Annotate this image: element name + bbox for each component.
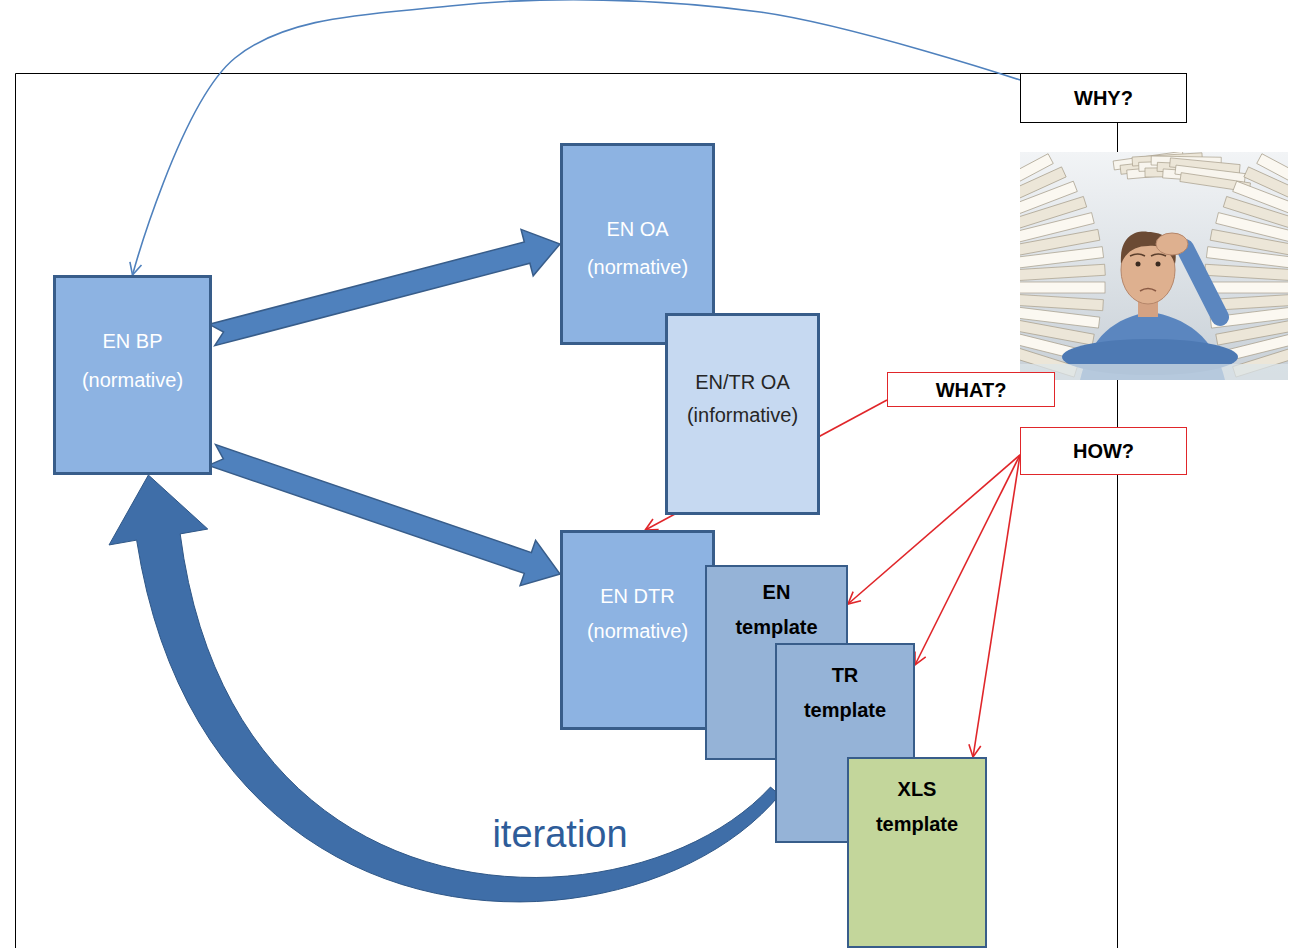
iteration-arrow: [109, 475, 779, 902]
eye: [1136, 262, 1141, 267]
raised-arm: [1185, 248, 1220, 317]
box-label: EN DTR (normative): [574, 579, 702, 649]
paper-sheet: [1020, 293, 1103, 310]
box-label: WHY?: [1074, 86, 1133, 110]
block-arrow: [208, 445, 560, 586]
box-label: TR template: [795, 658, 895, 728]
standard-box: EN BP (normative): [53, 275, 212, 475]
box-label: EN template: [727, 575, 827, 645]
mouth: [1140, 289, 1156, 292]
informative-box: EN/TR OA (informative): [665, 313, 820, 515]
pointer-arrow: [973, 455, 1020, 757]
question-box: HOW?: [1020, 427, 1187, 475]
box-label: EN BP (normative): [69, 322, 197, 400]
question-box: WHAT?: [887, 372, 1055, 407]
standard-box: EN DTR (normative): [560, 530, 715, 730]
stressed-man-photo: [1020, 152, 1288, 380]
template-box: XLS template: [847, 757, 987, 948]
eyebrows: [1130, 254, 1166, 256]
paper-sheet: [1205, 264, 1288, 281]
frame-line: [16, 73, 1118, 74]
pointer-arrow: [848, 455, 1020, 604]
frame-line: [15, 74, 16, 948]
box-label: EN/TR OA (informative): [679, 366, 807, 432]
block-arrow: [209, 229, 560, 345]
question-box: WHY?: [1020, 73, 1187, 123]
box-label: XLS template: [867, 772, 967, 842]
eye: [1156, 262, 1161, 267]
paper-sheet: [1020, 282, 1105, 293]
table-reflection: [1020, 364, 1288, 380]
box-label: HOW?: [1073, 439, 1134, 463]
edge-label: iteration: [492, 814, 627, 856]
hand: [1156, 233, 1188, 255]
paper-sheet: [1020, 264, 1105, 281]
box-label: WHAT?: [936, 378, 1007, 402]
box-label: EN OA (normative): [574, 210, 702, 286]
paper-sheet: [1205, 282, 1288, 293]
